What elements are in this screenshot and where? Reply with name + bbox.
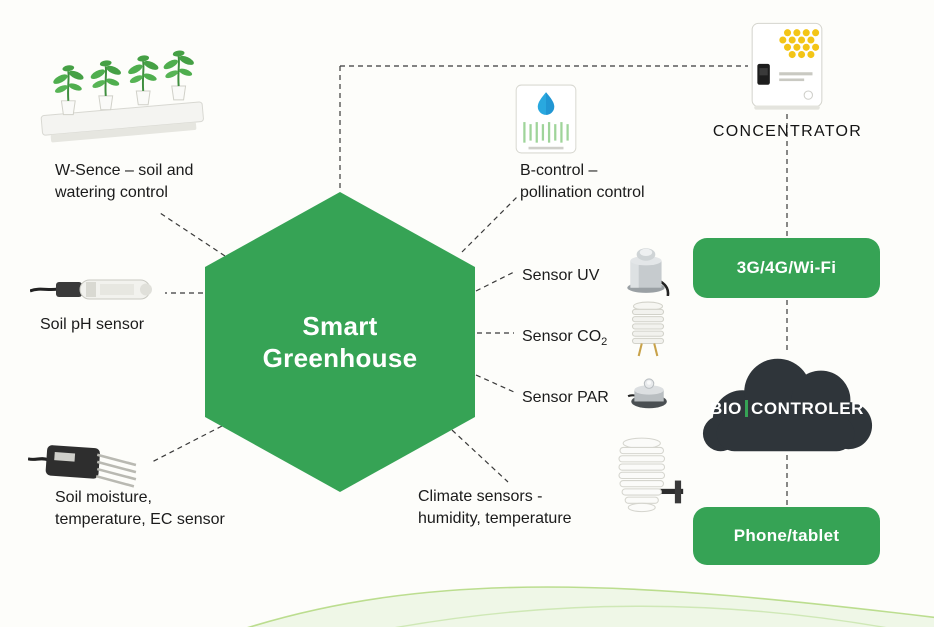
soil-moisture-probe-icon	[28, 438, 140, 495]
sensor-uv-label: Sensor UV	[522, 267, 600, 284]
phone-tablet-label: Phone/tablet	[733, 526, 840, 545]
sensor-co2-label-text: Sensor CO	[522, 328, 602, 345]
hexagon-title-line2: Greenhouse	[262, 343, 418, 373]
cloud-icon	[702, 358, 873, 452]
par-sensor-icon	[626, 371, 670, 411]
network-badge: 3G/4G/Wi-Fi	[693, 238, 880, 298]
b-control-label: B-control – pollination control	[520, 162, 645, 202]
biocontroler-brand: BIO CONTROLER	[688, 399, 886, 419]
ph-probe-icon	[30, 268, 165, 310]
brand-bio: BIO	[709, 398, 742, 418]
smart-greenhouse-hexagon: Smart Greenhouse	[205, 192, 475, 492]
biocontroler-cloud: BIO CONTROLER	[688, 345, 886, 463]
uv-sensor-icon	[623, 242, 670, 296]
hexagon-title-line1: Smart	[302, 310, 378, 341]
concentrator-device-icon	[748, 20, 826, 112]
concentrator-label: CONCENTRATOR	[712, 123, 863, 140]
brand-divider	[744, 400, 748, 418]
sensor-co2-label: Sensor CO2	[522, 326, 632, 350]
sensor-co2-subscript: 2	[601, 336, 608, 349]
b-control-device-icon	[514, 83, 578, 155]
hexagon-title: Smart Greenhouse	[263, 310, 418, 375]
wsence-label: W-Sence – soil and watering control	[55, 162, 194, 202]
phone-tablet-badge: Phone/tablet	[693, 507, 880, 565]
hydroponic-plants-icon	[30, 22, 215, 155]
sensor-par-label: Sensor PAR	[522, 389, 609, 406]
brand-controler: CONTROLER	[750, 398, 865, 418]
soil-moisture-label: Soil moisture, temperature, EC sensor	[55, 489, 225, 529]
soil-ph-label: Soil pH sensor	[40, 316, 145, 333]
climate-shield-icon	[612, 435, 686, 523]
climate-sensors-label: Climate sensors - humidity, temperature	[418, 488, 572, 528]
network-badge-label: 3G/4G/Wi-Fi	[736, 258, 837, 277]
co2-sensor-icon	[627, 300, 669, 357]
